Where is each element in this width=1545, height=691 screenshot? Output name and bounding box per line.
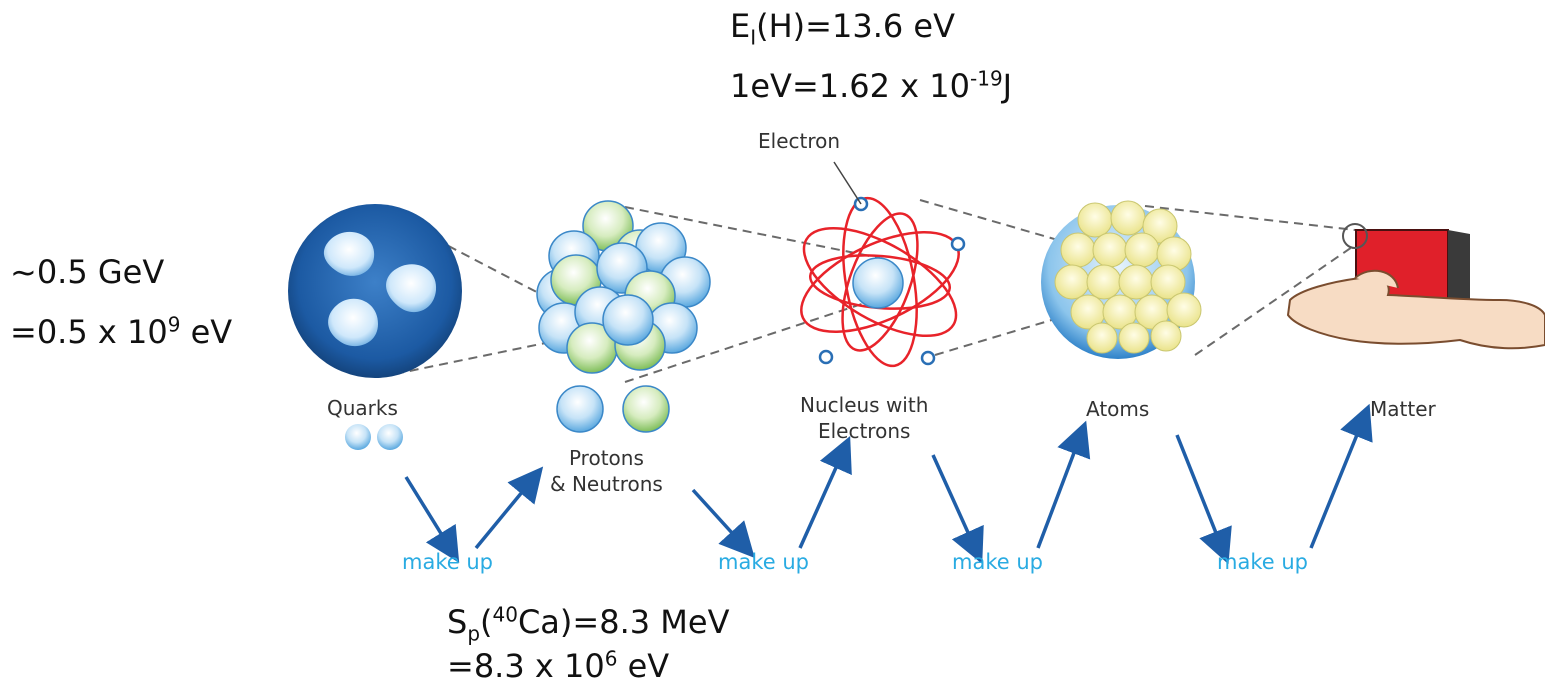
make-up-label: make up	[402, 550, 493, 574]
matter-label: Matter	[1370, 397, 1436, 421]
quark-energy-annotation: ~0.5 GeV =0.5 x 109 eV	[10, 250, 232, 354]
atoms-sphere-illustration	[1041, 200, 1202, 359]
make-up-label: make up	[1217, 550, 1308, 574]
protons-neutrons-label: Protons & Neutrons	[550, 445, 663, 497]
protons-label-line1: Protons	[568, 446, 644, 470]
separation-energy-line2: =8.3 x 106 eV	[447, 646, 670, 685]
quark-energy-line2: =0.5 x 109 eV	[10, 312, 233, 351]
electron-label: Electron	[758, 129, 841, 153]
make-up-arrows	[404, 403, 1373, 565]
nucleus-label-line1: Nucleus with	[800, 393, 929, 417]
zoom-lines	[394, 199, 1356, 383]
ionization-energy-annotation: EI(H)=13.6 eV	[730, 7, 955, 50]
separation-energy-annotation: Sp(40Ca)=8.3 MeV =8.3 x 106 eV	[447, 600, 729, 688]
atom-orbit-illustration	[800, 161, 966, 368]
nucleons-cluster	[536, 200, 711, 433]
protons-label-line2: & Neutrons	[550, 472, 663, 496]
nucleus-label-line2: Electrons	[817, 419, 911, 443]
quarks-label: Quarks	[327, 396, 398, 420]
matter-hand-illustration	[1286, 223, 1545, 350]
nucleus-electrons-label: Nucleus with Electrons	[800, 392, 928, 444]
make-up-label: make up	[952, 550, 1043, 574]
make-up-label: make up	[718, 550, 809, 574]
atoms-label: Atoms	[1086, 397, 1150, 421]
ev-joule-annotation: 1eV=1.62 x 10-19J	[730, 66, 1013, 105]
quarks-illustration	[288, 204, 462, 450]
separation-energy-line1: Sp(40Ca)=8.3 MeV	[447, 602, 730, 646]
quark-energy-line1: ~0.5 GeV	[10, 253, 165, 291]
